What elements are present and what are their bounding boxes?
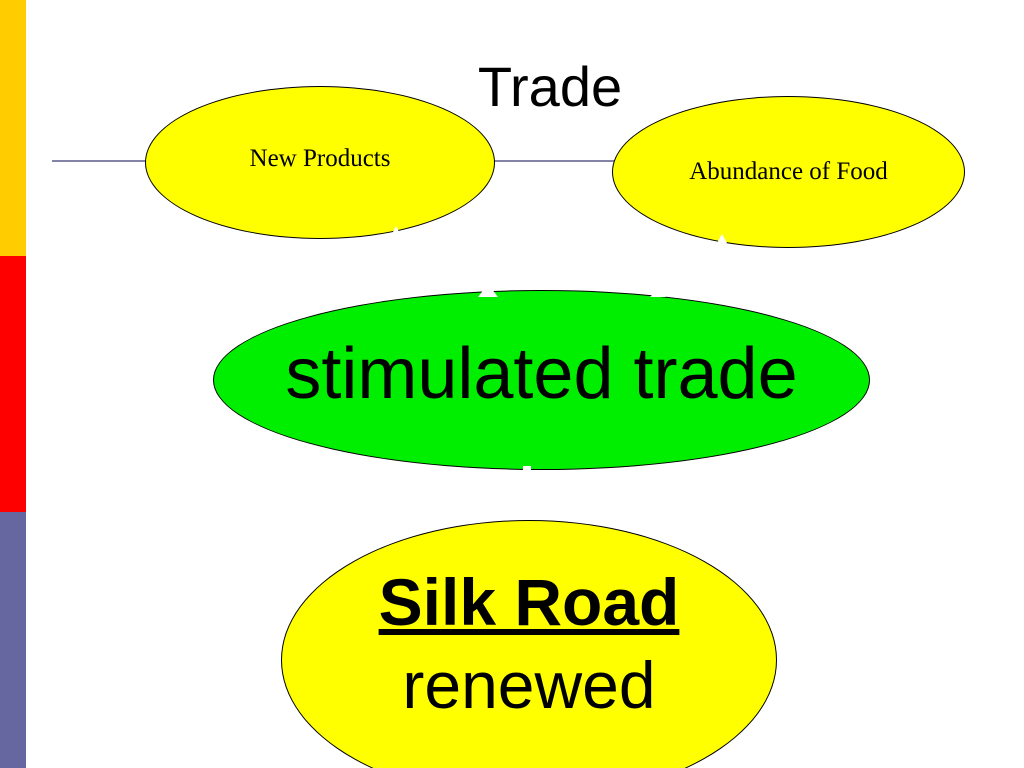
arrow-tip-abundance [717, 234, 727, 243]
abundance-of-food-label: Abundance of Food [689, 158, 888, 185]
arrow-tip-stimulated-left [478, 284, 498, 297]
slide-title: Trade [477, 55, 623, 118]
side-bar-middle [0, 256, 26, 512]
silk-road-ellipse: Silk Road renewed [281, 520, 777, 768]
arrow-tip-stimulated-right [650, 289, 666, 297]
new-products-label: New Products [249, 144, 391, 172]
stimulated-trade-label: stimulated trade [285, 334, 798, 414]
silk-road-heading: Silk Road [378, 565, 680, 639]
side-bar-top [0, 0, 26, 256]
side-bar-bottom [0, 512, 26, 768]
connector-gap-bottom [523, 466, 531, 472]
stimulated-trade-ellipse: stimulated trade [213, 290, 870, 470]
silk-road-subtext: renewed [402, 648, 656, 722]
abundance-of-food-ellipse: Abundance of Food [612, 96, 965, 248]
new-products-ellipse: New Products [145, 86, 495, 239]
arrow-tip-new-products [392, 226, 400, 234]
